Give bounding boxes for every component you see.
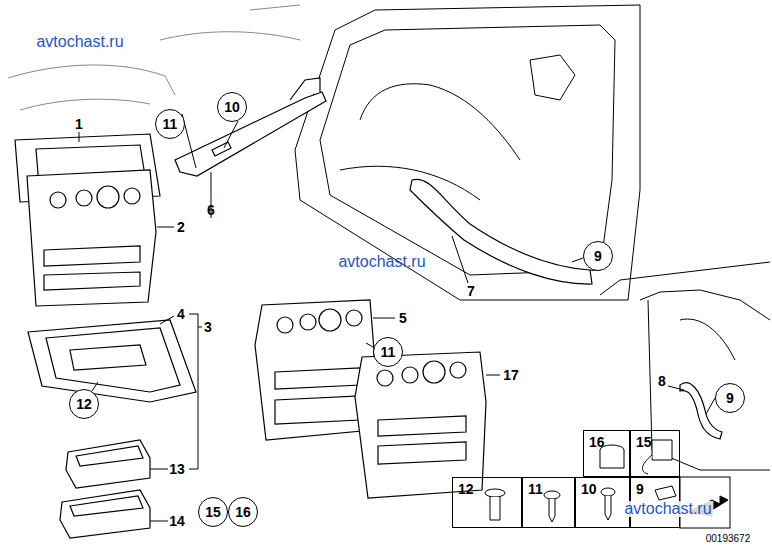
part-number: 7 bbox=[467, 284, 475, 298]
part-number: 6 bbox=[207, 203, 215, 217]
part-number: 17 bbox=[503, 368, 519, 382]
fastener-cell: 15 bbox=[630, 430, 680, 477]
part-number: 4 bbox=[177, 307, 185, 321]
trim-parts bbox=[15, 78, 722, 538]
callout-circle: 12 bbox=[69, 389, 99, 419]
callout-number: 10 bbox=[224, 100, 240, 114]
callout-circle: 9 bbox=[583, 241, 613, 271]
callout-number: 16 bbox=[589, 434, 605, 450]
drawing-number: 00193672 bbox=[706, 534, 751, 544]
callout-number: 11 bbox=[163, 117, 178, 131]
fastener-icons bbox=[485, 440, 730, 528]
part-number: 3 bbox=[204, 320, 212, 334]
callout-circle: 10 bbox=[217, 92, 247, 122]
callout-number: 10 bbox=[581, 481, 597, 497]
callout-number: 15 bbox=[636, 434, 652, 450]
callout-number: 11 bbox=[528, 481, 543, 497]
part-number: 1 bbox=[75, 117, 83, 131]
part-number: 8 bbox=[658, 374, 666, 388]
fastener-cell: 16 bbox=[583, 430, 630, 477]
callout-circle: 11 bbox=[155, 109, 185, 139]
leader-lines bbox=[79, 114, 715, 521]
callout-circle: 9 bbox=[715, 383, 745, 413]
part-number: 2 bbox=[177, 220, 185, 234]
part-number: 5 bbox=[399, 311, 407, 325]
callout-number: 11 bbox=[381, 345, 396, 359]
callout-circle: 11 bbox=[373, 337, 403, 367]
callout-number: 15 bbox=[205, 505, 221, 519]
part-number: 14 bbox=[169, 514, 185, 528]
fastener-cell: 11 bbox=[522, 477, 575, 528]
callout-number: 9 bbox=[636, 481, 644, 497]
watermark: avtochast.ru bbox=[36, 34, 123, 50]
part-number: 13 bbox=[169, 462, 185, 476]
fastener-cell: 12 bbox=[452, 477, 522, 528]
callout-number: 9 bbox=[726, 391, 734, 405]
watermark: avtochast.ru bbox=[622, 501, 713, 517]
callout-number: 9 bbox=[594, 249, 602, 263]
callout-circle: 16 bbox=[228, 497, 258, 527]
callout-number: 12 bbox=[458, 481, 474, 497]
callout-circle: 15 bbox=[198, 497, 228, 527]
callout-number: 12 bbox=[76, 397, 92, 411]
watermark: avtochast.ru bbox=[338, 254, 425, 270]
callout-number: 16 bbox=[235, 505, 251, 519]
